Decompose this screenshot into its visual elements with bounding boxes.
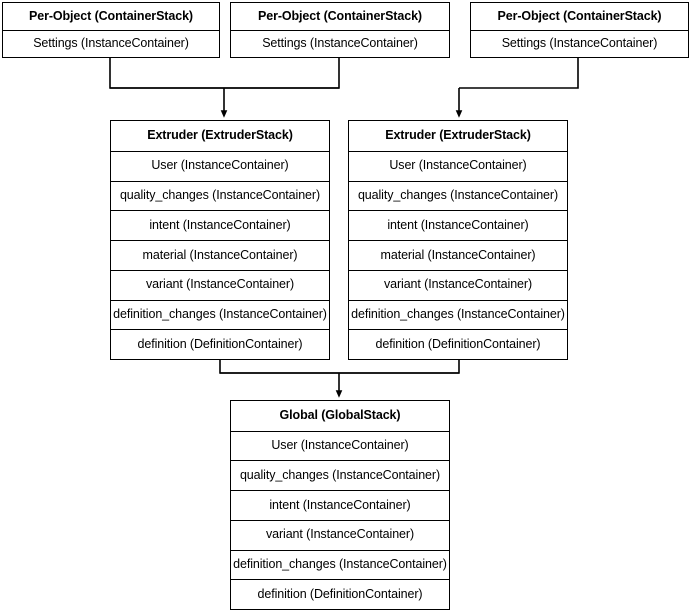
per-object-stack-2-header: Per-Object (ContainerStack): [231, 3, 449, 30]
per-object-stack-3-row-settings[interactable]: Settings (InstanceContainer): [471, 29, 688, 57]
per-object-stack-3[interactable]: Per-Object (ContainerStack) Settings (In…: [470, 2, 689, 58]
extruder-stack-2[interactable]: Extruder (ExtruderStack) User (InstanceC…: [348, 120, 568, 360]
extruder-stack-2-row-definition-changes[interactable]: definition_changes (InstanceContainer): [349, 299, 567, 330]
per-object-stack-1-row-settings[interactable]: Settings (InstanceContainer): [3, 29, 219, 57]
extruder-stack-1-row-material[interactable]: material (InstanceContainer): [111, 240, 329, 270]
global-stack-header: Global (GlobalStack): [231, 401, 449, 431]
extruder-stack-1-header: Extruder (ExtruderStack): [111, 121, 329, 151]
extruder-stack-1-row-quality-changes[interactable]: quality_changes (InstanceContainer): [111, 180, 329, 211]
extruder-stack-2-row-user[interactable]: User (InstanceContainer): [349, 150, 567, 181]
global-stack-row-intent[interactable]: intent (InstanceContainer): [231, 490, 449, 520]
per-object-stack-1-header: Per-Object (ContainerStack): [3, 3, 219, 30]
extruder-stack-1-row-variant[interactable]: variant (InstanceContainer): [111, 269, 329, 300]
global-stack[interactable]: Global (GlobalStack) User (InstanceConta…: [230, 400, 450, 610]
extruder-stack-1-row-definition-changes[interactable]: definition_changes (InstanceContainer): [111, 299, 329, 330]
extruder-stack-1[interactable]: Extruder (ExtruderStack) User (InstanceC…: [110, 120, 330, 360]
global-stack-row-variant[interactable]: variant (InstanceContainer): [231, 519, 449, 550]
connector-perobject1-to-extruder1: [109, 58, 339, 89]
per-object-stack-3-header: Per-Object (ContainerStack): [471, 3, 688, 30]
global-stack-row-user[interactable]: User (InstanceContainer): [231, 430, 449, 461]
extruder-stack-2-row-variant[interactable]: variant (InstanceContainer): [349, 269, 567, 300]
connector-perobject3-to-extruder2: [459, 58, 579, 89]
global-stack-row-quality-changes[interactable]: quality_changes (InstanceContainer): [231, 460, 449, 491]
global-stack-row-definition[interactable]: definition (DefinitionContainer): [231, 579, 449, 610]
extruder-stack-2-row-material[interactable]: material (InstanceContainer): [349, 240, 567, 270]
per-object-stack-2[interactable]: Per-Object (ContainerStack) Settings (In…: [230, 2, 450, 58]
extruder-stack-1-row-user[interactable]: User (InstanceContainer): [111, 150, 329, 181]
connector-extruder1-to-global: [219, 360, 459, 374]
extruder-stack-2-row-intent[interactable]: intent (InstanceContainer): [349, 210, 567, 240]
extruder-stack-2-row-definition[interactable]: definition (DefinitionContainer): [349, 329, 567, 359]
per-object-stack-1[interactable]: Per-Object (ContainerStack) Settings (In…: [2, 2, 220, 58]
connector-perobject2-to-extruder1: [110, 58, 340, 89]
global-stack-row-definition-changes[interactable]: definition_changes (InstanceContainer): [231, 549, 449, 580]
per-object-stack-2-row-settings[interactable]: Settings (InstanceContainer): [231, 29, 449, 57]
extruder-stack-1-row-intent[interactable]: intent (InstanceContainer): [111, 210, 329, 240]
extruder-stack-2-header: Extruder (ExtruderStack): [349, 121, 567, 151]
extruder-stack-1-row-definition[interactable]: definition (DefinitionContainer): [111, 329, 329, 359]
connector-extruder2-to-global: [220, 360, 460, 374]
extruder-stack-2-row-quality-changes[interactable]: quality_changes (InstanceContainer): [349, 180, 567, 211]
